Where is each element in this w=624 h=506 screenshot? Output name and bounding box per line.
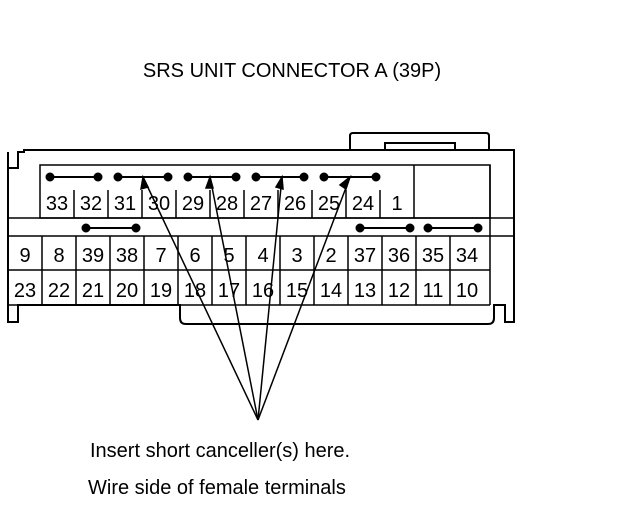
terminal-33: 33 — [46, 193, 68, 215]
short-bar-29-28 — [183, 172, 241, 182]
short-bar-35-34 — [423, 223, 483, 233]
terminal-3: 3 — [291, 245, 302, 267]
terminal-26: 26 — [284, 193, 306, 215]
terminal-32: 32 — [80, 193, 102, 215]
terminal-14: 14 — [320, 280, 342, 302]
terminal-20: 20 — [116, 280, 138, 302]
terminal-25: 25 — [318, 193, 340, 215]
terminal-31: 31 — [114, 193, 136, 215]
terminal-22: 22 — [48, 280, 70, 302]
short-bar-39-38 — [81, 223, 141, 233]
short-bar-33-32 — [45, 172, 103, 182]
short-bar-31-30 — [113, 172, 173, 182]
terminal-38: 38 — [116, 245, 138, 267]
diagram-title: SRS UNIT CONNECTOR A (39P) — [142, 60, 442, 82]
leader-lines — [140, 174, 352, 421]
terminal-16: 16 — [252, 280, 274, 302]
terminal-grid — [8, 164, 514, 306]
terminal-13: 13 — [354, 280, 376, 302]
terminal-9: 9 — [19, 245, 30, 267]
terminal-37: 37 — [354, 245, 376, 267]
terminal-15: 15 — [286, 280, 308, 302]
terminal-17: 17 — [218, 280, 240, 302]
terminal-29: 29 — [182, 193, 204, 215]
terminal-23: 23 — [14, 280, 36, 302]
terminal-7: 7 — [155, 245, 166, 267]
terminal-28: 28 — [216, 193, 238, 215]
terminal-5: 5 — [223, 245, 234, 267]
terminal-39: 39 — [82, 245, 104, 267]
terminal-8: 8 — [53, 245, 64, 267]
short-bars — [45, 172, 483, 233]
terminal-21: 21 — [82, 280, 104, 302]
terminal-2: 2 — [325, 245, 336, 267]
terminal-4: 4 — [257, 245, 268, 267]
terminal-6: 6 — [189, 245, 200, 267]
terminal-19: 19 — [150, 280, 172, 302]
caption-wire-side: Wire side of female terminals — [88, 477, 346, 499]
terminal-27: 27 — [250, 193, 272, 215]
terminal-11: 11 — [423, 280, 444, 302]
caption-insert-short-canceller: Insert short canceller(s) here. — [90, 440, 351, 462]
terminal-12: 12 — [388, 280, 410, 302]
terminal-24: 24 — [352, 193, 374, 215]
terminal-34: 34 — [456, 245, 478, 267]
short-bar-27-26 — [251, 172, 309, 182]
terminal-10: 10 — [456, 280, 478, 302]
terminal-36: 36 — [388, 245, 410, 267]
terminal-18: 18 — [184, 280, 206, 302]
short-bar-37-36 — [355, 223, 415, 233]
terminal-1: 1 — [391, 193, 402, 215]
connector-housing — [7, 132, 515, 325]
terminal-35: 35 — [422, 245, 444, 267]
